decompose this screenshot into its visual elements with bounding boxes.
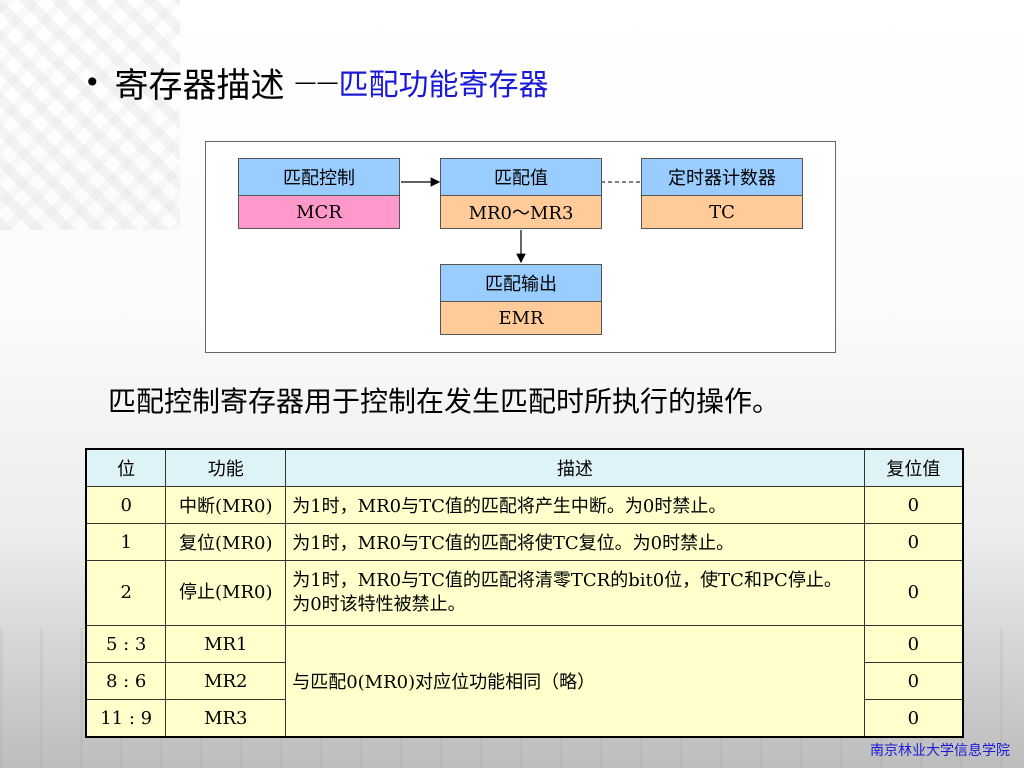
cell-function: 停止(MR0) bbox=[165, 560, 287, 626]
cell-function: 复位(MR0) bbox=[165, 523, 287, 561]
cell-reset: 0 bbox=[863, 662, 964, 700]
bullet-icon: • bbox=[84, 65, 101, 99]
cell-function: MR1 bbox=[165, 625, 287, 663]
cell-bit: 11 : 9 bbox=[85, 699, 167, 738]
title-subtitle: 匹配功能寄存器 bbox=[338, 68, 549, 103]
block-tc-register: TC bbox=[641, 196, 803, 229]
block-mr-register: MR0～MR3 bbox=[440, 196, 602, 229]
diagram-connectors bbox=[401, 177, 641, 264]
block-match-value: 匹配值 MR0～MR3 bbox=[440, 158, 602, 229]
title-dash: —— bbox=[294, 69, 339, 95]
description-text: 匹配控制寄存器用于控制在发生匹配时所执行的操作。 bbox=[108, 385, 781, 418]
cell-function: MR3 bbox=[165, 699, 287, 738]
slide-title: • 寄存器描述 —— 匹配功能寄存器 bbox=[84, 52, 549, 112]
block-match-value-label: 匹配值 bbox=[440, 158, 602, 196]
cell-bit: 1 bbox=[85, 523, 167, 561]
cell-function: 中断(MR0) bbox=[165, 486, 287, 524]
mcr-bit-table: 位 功能 描述 复位值 0 中断(MR0) 为1时，MR0与TC值的匹配将产生中… bbox=[85, 448, 964, 738]
cell-description-merged: 与匹配0(MR0)对应位功能相同（略） bbox=[285, 625, 865, 738]
cell-reset: 0 bbox=[863, 486, 964, 524]
table-row: 1 复位(MR0) 为1时，MR0与TC值的匹配将使TC复位。为0时禁止。 0 bbox=[85, 523, 964, 561]
table-row: 5 : 3 MR1 与匹配0(MR0)对应位功能相同（略） 0 bbox=[85, 625, 964, 738]
cell-reset: 0 bbox=[863, 699, 964, 738]
cell-bit: 2 bbox=[85, 560, 167, 626]
header-description: 描述 bbox=[285, 448, 865, 487]
block-match-control-label: 匹配控制 bbox=[238, 158, 400, 196]
block-timer-counter-label: 定时器计数器 bbox=[641, 158, 803, 196]
table-row: 0 中断(MR0) 为1时，MR0与TC值的匹配将产生中断。为0时禁止。 0 bbox=[85, 486, 964, 524]
register-diagram: 匹配控制 MCR 匹配值 MR0～MR3 定时器计数器 TC 匹配输出 EMR bbox=[205, 141, 836, 353]
cell-bit: 5 : 3 bbox=[85, 625, 167, 663]
table-header-row: 位 功能 描述 复位值 bbox=[85, 448, 964, 487]
header-function: 功能 bbox=[165, 448, 287, 487]
block-timer-counter: 定时器计数器 TC bbox=[641, 158, 803, 229]
cell-reset: 0 bbox=[863, 625, 964, 663]
table-row: 11 : 9 MR3 0 bbox=[85, 699, 964, 738]
table-row: 8 : 6 MR2 0 bbox=[85, 662, 964, 700]
block-match-control: 匹配控制 MCR bbox=[238, 158, 400, 229]
footer-institution: 南京林业大学信息学院 bbox=[870, 743, 1010, 759]
block-mcr-register: MCR bbox=[238, 196, 400, 229]
cell-bit: 0 bbox=[85, 486, 167, 524]
block-match-output-label: 匹配输出 bbox=[440, 264, 602, 302]
cell-description: 为1时，MR0与TC值的匹配将使TC复位。为0时禁止。 bbox=[285, 523, 865, 561]
cell-function: MR2 bbox=[165, 662, 287, 700]
title-main: 寄存器描述 bbox=[114, 65, 285, 106]
cell-description: 为1时，MR0与TC值的匹配将产生中断。为0时禁止。 bbox=[285, 486, 865, 524]
header-bit: 位 bbox=[85, 448, 167, 487]
cell-reset: 0 bbox=[863, 560, 964, 626]
block-emr-register: EMR bbox=[440, 302, 602, 335]
cell-bit: 8 : 6 bbox=[85, 662, 167, 700]
table-row: 2 停止(MR0) 为1时，MR0与TC值的匹配将清零TCR的bit0位，使TC… bbox=[85, 560, 964, 626]
background-decoration bbox=[0, 0, 180, 230]
cell-description: 为1时，MR0与TC值的匹配将清零TCR的bit0位，使TC和PC停止。为0时该… bbox=[285, 560, 865, 626]
cell-reset: 0 bbox=[863, 523, 964, 561]
block-match-output: 匹配输出 EMR bbox=[440, 264, 602, 335]
header-reset-value: 复位值 bbox=[863, 448, 964, 487]
